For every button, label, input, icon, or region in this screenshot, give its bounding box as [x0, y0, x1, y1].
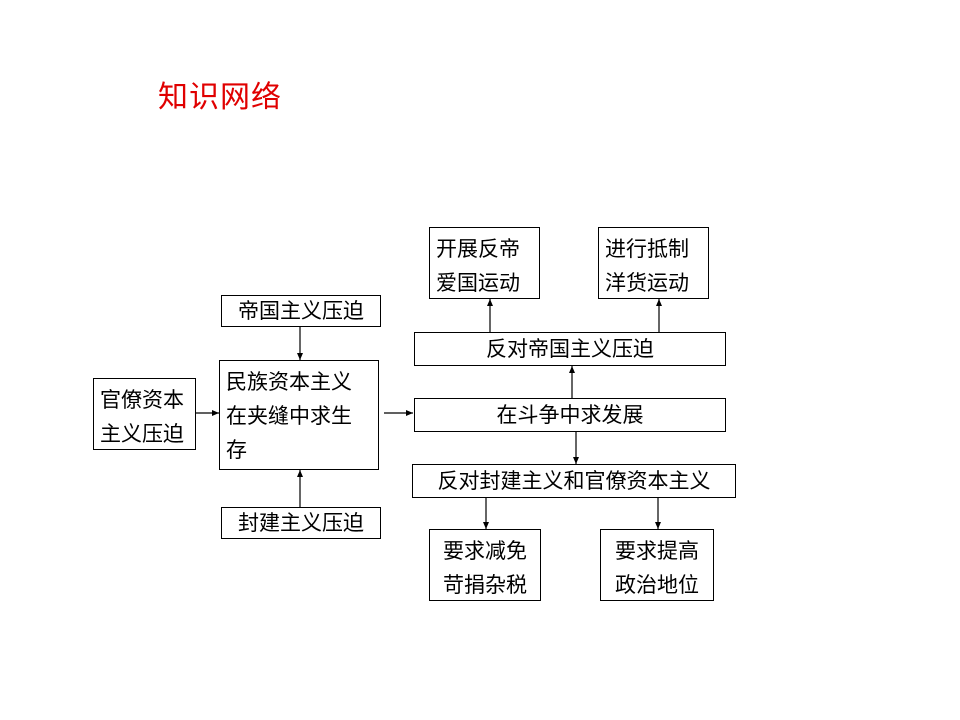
box-minzu-ziben: 民族资本主义在夹缝中求生存 [219, 360, 379, 470]
box-douzheng: 在斗争中求发展 [414, 398, 726, 432]
page-title: 知识网络 [158, 80, 282, 115]
box-zhengzhi-diwei: 要求提高政治地位 [600, 529, 714, 601]
box-fan-diguo: 反对帝国主义压迫 [414, 332, 726, 366]
box-diguo-yapo: 帝国主义压迫 [221, 295, 381, 327]
box-guanliao-yapo: 官僚资本主义压迫 [93, 378, 196, 450]
box-jianmian: 要求减免苛捐杂税 [429, 529, 541, 601]
box-dizhi-yanghuo: 进行抵制洋货运动 [598, 227, 709, 299]
box-fengjian-yapo: 封建主义压迫 [221, 507, 381, 539]
box-fan-fengjian: 反对封建主义和官僚资本主义 [412, 464, 736, 498]
box-aiguo-yundong: 开展反帝爱国运动 [429, 227, 540, 299]
